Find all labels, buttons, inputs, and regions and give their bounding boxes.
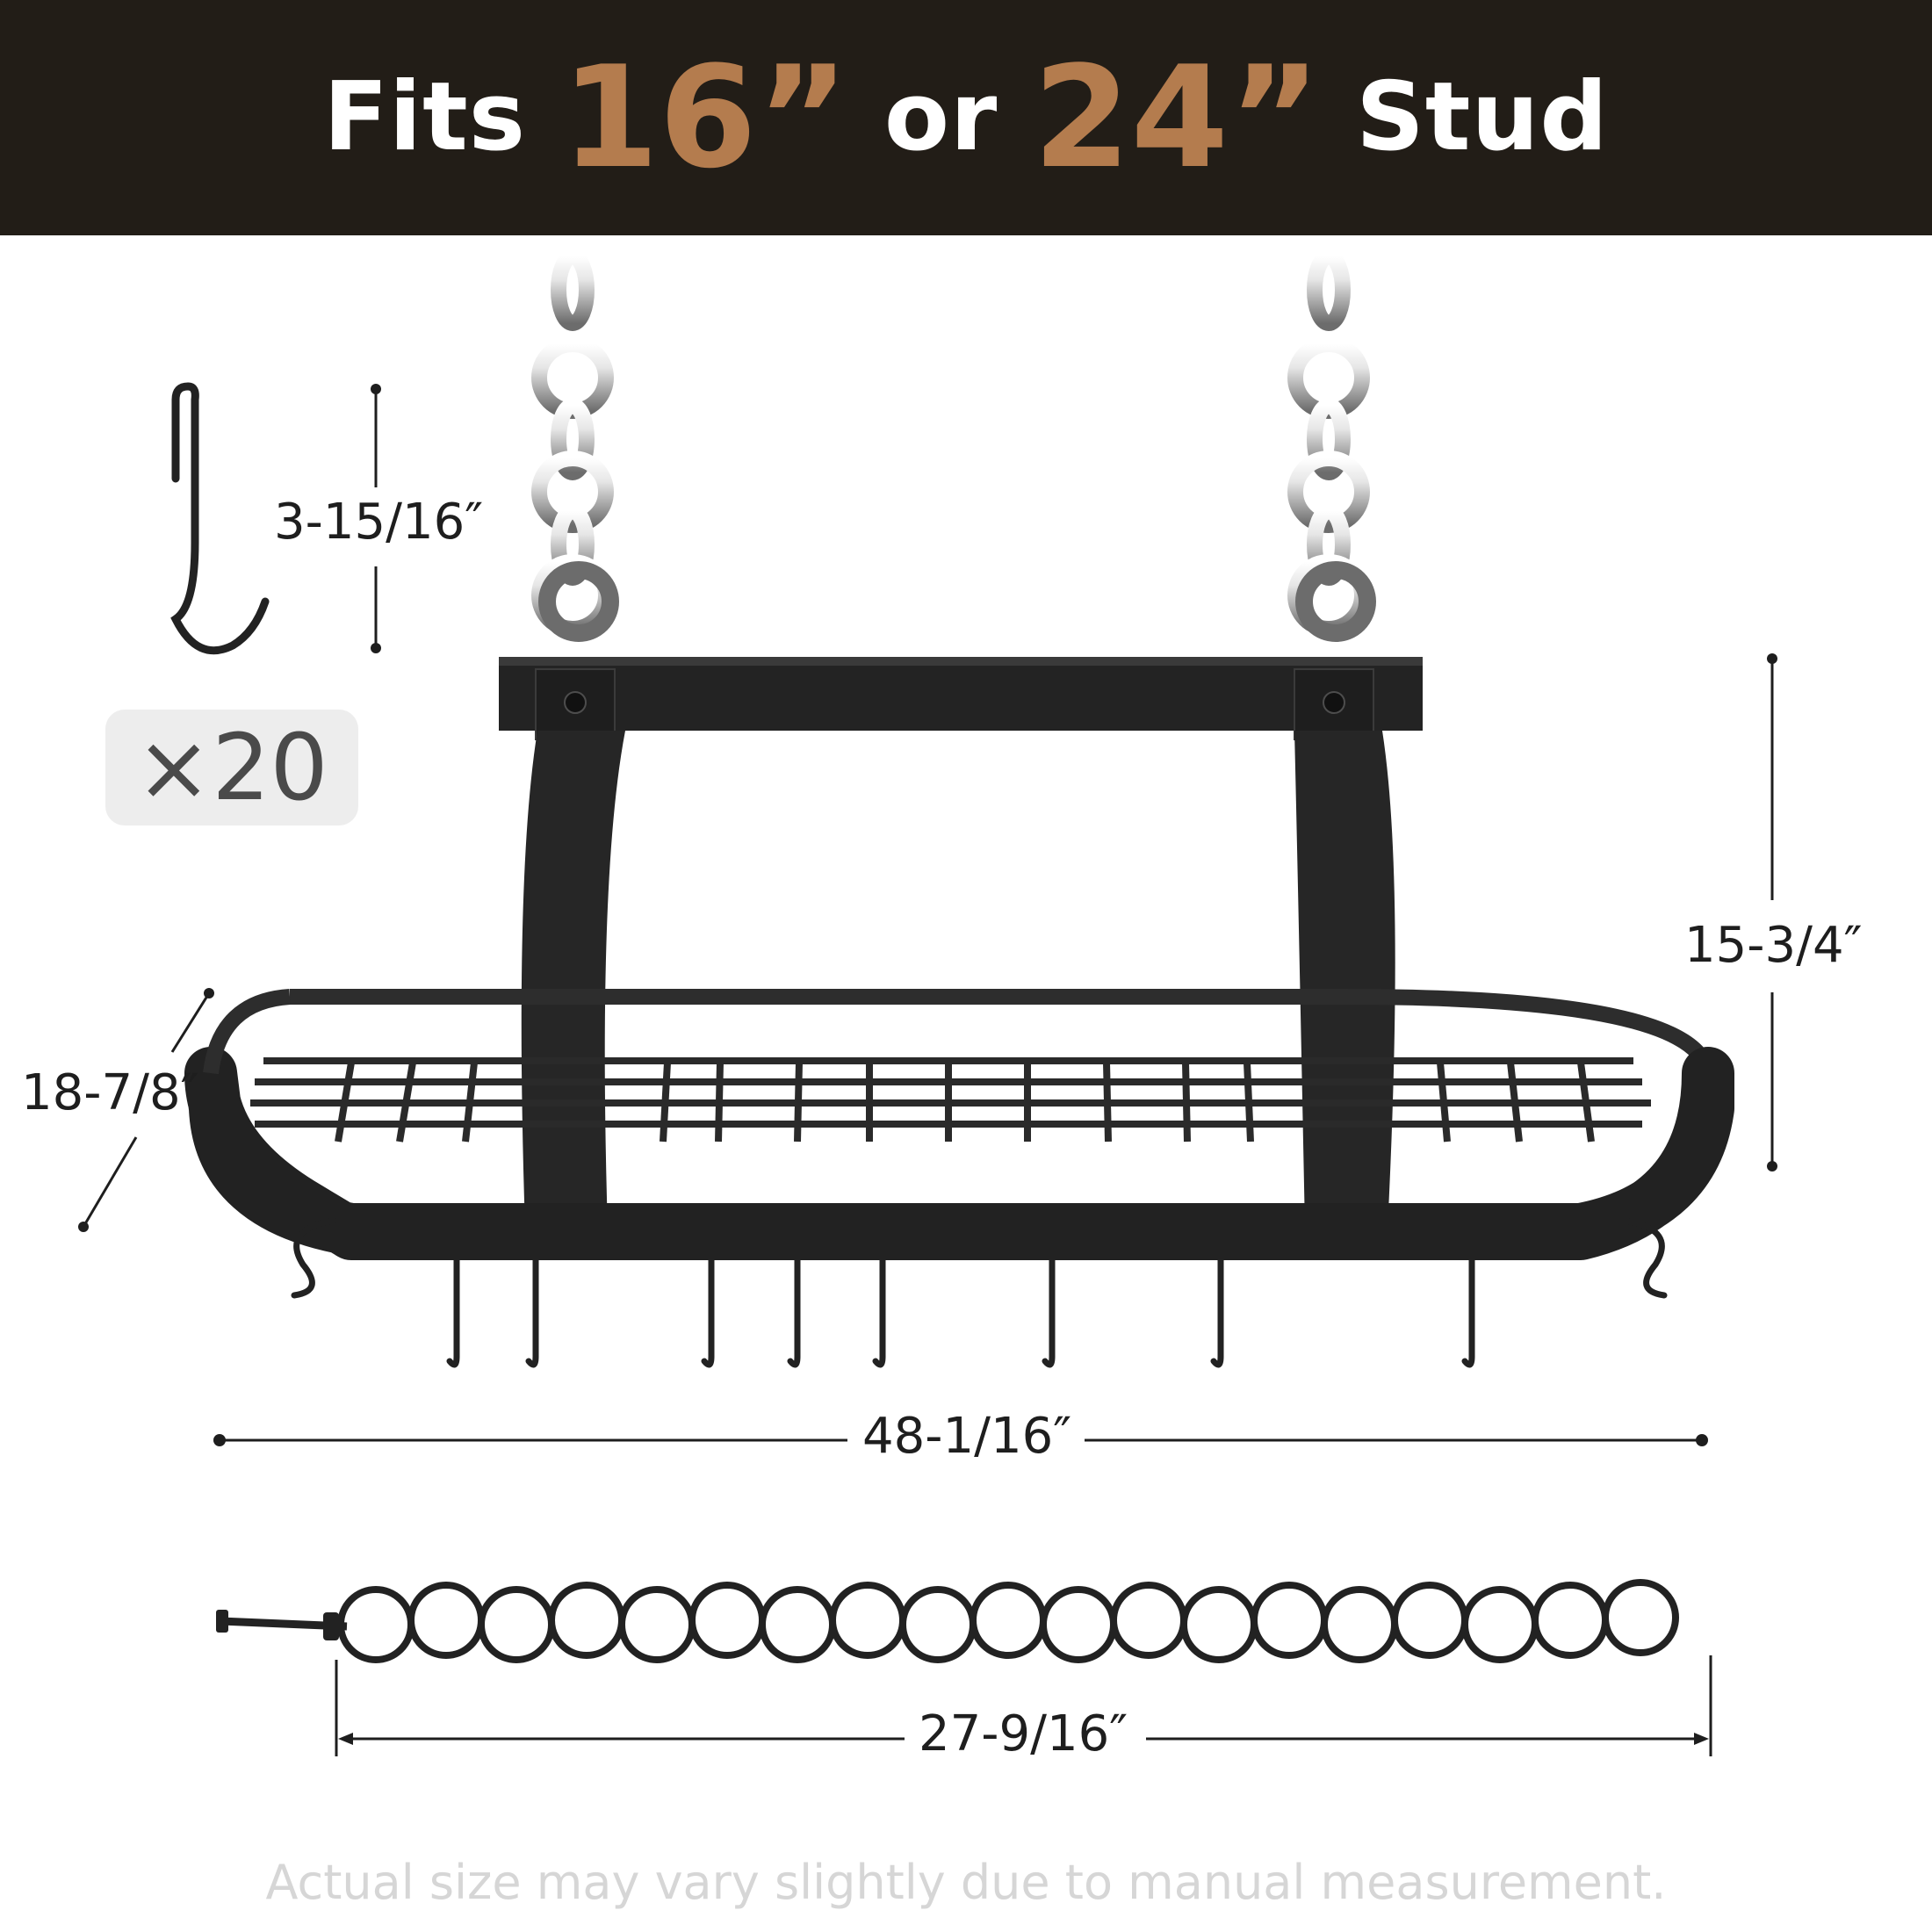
rack-grid	[250, 1057, 1651, 1143]
left-mounting-ring	[538, 561, 619, 642]
rack-top-bar	[499, 657, 1423, 731]
left-screw	[564, 691, 587, 714]
title-number-16: 16”	[561, 35, 849, 199]
rack-front-rim	[184, 1047, 1734, 1260]
rack-back-rim	[290, 988, 1716, 1078]
title-word-or: or	[883, 62, 998, 172]
title-banner: Fits 16” or 24” Stud	[0, 0, 1932, 235]
extension-chain	[216, 1579, 1679, 1663]
chain-length-dimension	[335, 1655, 1712, 1756]
rack-height-dimension	[1767, 653, 1777, 1171]
right-upright-arm	[1294, 731, 1395, 1229]
disclaimer-footnote: Actual size may vary slightly due to man…	[265, 1855, 1667, 1910]
right-screw	[1323, 691, 1345, 714]
title-number-24: 24”	[1033, 35, 1322, 199]
left-upright-arm	[521, 731, 625, 1229]
hook-count-badge: ×20	[105, 710, 358, 825]
rack-depth-dimension	[78, 988, 214, 1232]
hook-height-label: 3-15/16″	[274, 494, 484, 551]
rack-width-dimension	[213, 1434, 1708, 1446]
left-hanging-chain	[531, 249, 614, 637]
right-mounting-ring	[1295, 561, 1376, 642]
hook-height-dimension	[371, 384, 381, 653]
title-word-fits: Fits	[323, 62, 526, 172]
s-hook-detail	[170, 382, 270, 655]
pot-rack-illustration	[78, 249, 1777, 1756]
hanging-hooks	[291, 1217, 1668, 1368]
rack-depth-label: 18-7/8″	[21, 1064, 199, 1121]
chain-length-label: 27-9/16″	[919, 1705, 1128, 1763]
rack-height-label: 15-3/4″	[1684, 917, 1863, 974]
rack-width-label: 48-1/16″	[862, 1408, 1072, 1465]
title-word-stud: Stud	[1356, 62, 1609, 172]
